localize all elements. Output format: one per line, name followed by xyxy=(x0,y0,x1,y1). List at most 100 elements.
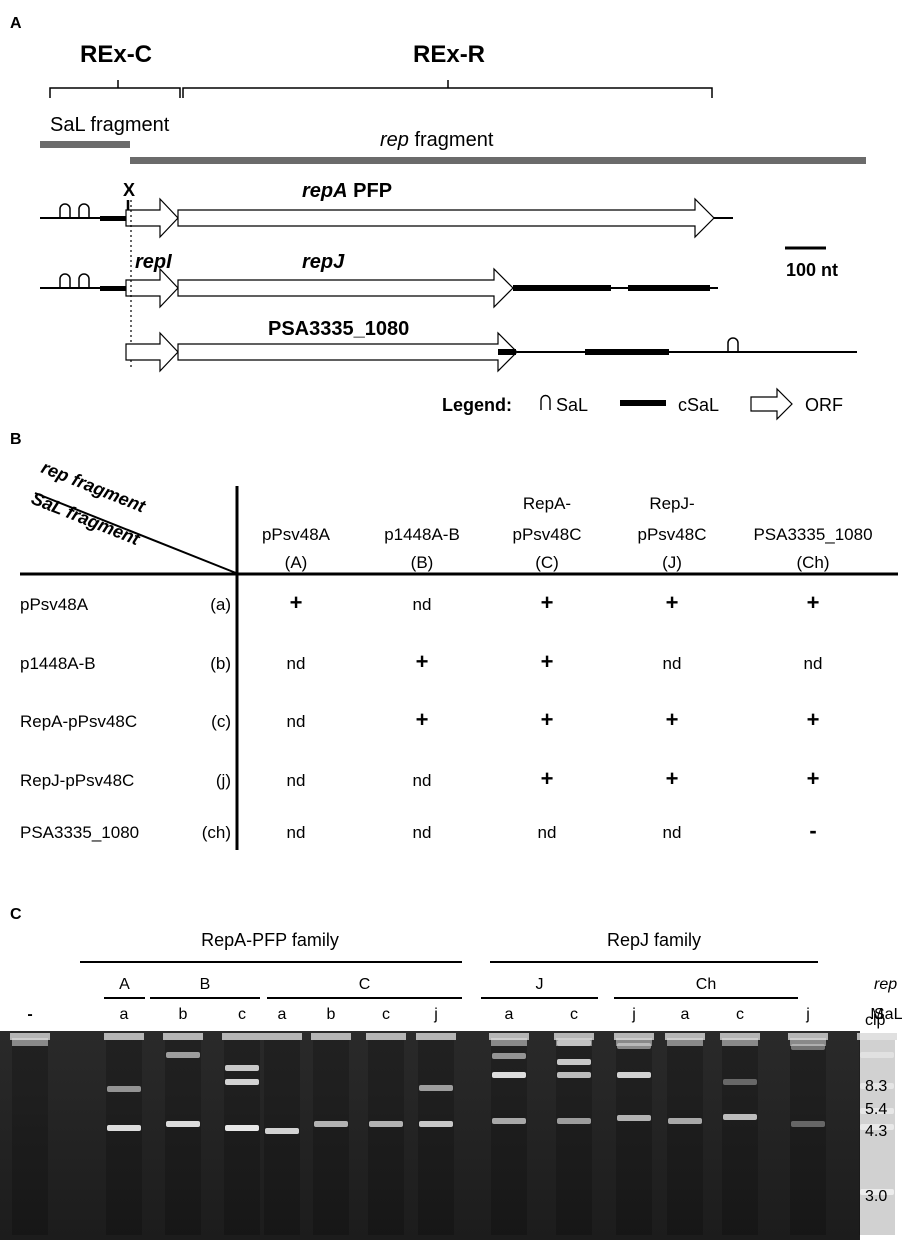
gel-band xyxy=(107,1086,141,1092)
column-header-line3: (A) xyxy=(285,553,308,572)
gel-well xyxy=(311,1033,351,1040)
rep-group: B xyxy=(150,976,260,999)
row-name: RepA-pPsv48C xyxy=(20,712,137,731)
table-cell: + xyxy=(666,766,679,791)
gel-lane xyxy=(491,1040,527,1235)
gel-band xyxy=(860,1108,894,1114)
gel-band xyxy=(107,1125,141,1131)
lane-label: c xyxy=(736,1006,744,1023)
psa-sal-hairpin xyxy=(727,337,739,352)
gel-well xyxy=(554,1033,594,1040)
repa-orf-small xyxy=(125,197,179,239)
lane-label: j xyxy=(631,1006,636,1023)
lane-label: j xyxy=(805,1006,810,1023)
gel-band xyxy=(723,1079,757,1085)
gel-band xyxy=(369,1121,403,1127)
rex-r-label: REx-R xyxy=(413,41,485,68)
gel-band xyxy=(860,1052,894,1058)
column-header-line2: PSA3335_1080 xyxy=(753,525,872,544)
psa-label: PSA3335_1080 xyxy=(268,318,409,340)
row-code: (b) xyxy=(210,654,231,673)
table-cell: + xyxy=(807,590,820,615)
panel-b-letter: B xyxy=(10,431,22,448)
lane-label: - xyxy=(27,1006,32,1023)
rep-group: J xyxy=(481,976,598,999)
repa-sal-hairpin-2 xyxy=(78,203,90,218)
repj-orf xyxy=(177,267,514,309)
gel-well xyxy=(104,1033,144,1040)
gel-band xyxy=(557,1059,591,1065)
rep-group-label: B xyxy=(200,976,211,993)
legend-csal-label: cSaL xyxy=(678,395,719,415)
rex-c-brace xyxy=(49,80,181,98)
gel-well xyxy=(416,1033,456,1040)
column-header-line3: (B) xyxy=(411,553,434,572)
gel-clp-band xyxy=(667,1038,703,1046)
repj-csal-block xyxy=(100,286,126,291)
column-header-line3: (C) xyxy=(535,553,559,572)
gel-band xyxy=(668,1118,702,1124)
column-header-line1: RepJ- xyxy=(649,494,694,513)
repi-label: repI xyxy=(135,251,172,273)
x-mark: X xyxy=(123,180,135,200)
table-cell: + xyxy=(541,707,554,732)
column-header-line3: (J) xyxy=(662,553,682,572)
gel-band xyxy=(723,1114,757,1120)
gel-lane xyxy=(106,1040,142,1235)
table-cell: + xyxy=(416,707,429,732)
repa-orf-main xyxy=(177,197,715,239)
gel-band xyxy=(265,1128,299,1134)
repj-sal-hairpin-2 xyxy=(78,273,90,288)
row-name: PSA3335_1080 xyxy=(20,823,139,842)
gel-well xyxy=(720,1033,760,1040)
repi-orf xyxy=(125,267,179,309)
gel-band xyxy=(557,1072,591,1078)
gel-image xyxy=(0,1031,860,1240)
gel-wells xyxy=(10,1033,897,1235)
gel-lane xyxy=(224,1040,260,1235)
table-cell: nd xyxy=(413,771,432,790)
table-cell: + xyxy=(807,766,820,791)
gel-band xyxy=(860,1124,894,1130)
row-code: (j) xyxy=(216,771,231,790)
size-label: 8.3 xyxy=(865,1078,887,1095)
gel-band xyxy=(419,1085,453,1091)
table-cell: nd xyxy=(287,654,306,673)
scale-label: 100 nt xyxy=(786,260,838,280)
gel-lane xyxy=(722,1040,758,1235)
psa-csal-block-2 xyxy=(585,349,669,355)
rep-fragment-bar xyxy=(130,157,866,164)
rep-group: A xyxy=(104,976,145,999)
gel-lane xyxy=(12,1040,48,1235)
column-header-line2: pPsv48C xyxy=(638,525,707,544)
rep-fragment-label: rep fragment xyxy=(380,129,494,151)
size-label: 5.4 xyxy=(865,1101,887,1118)
panel-a: A REx-C REx-R SaL fragment rep fragment … xyxy=(10,15,866,421)
gel-band xyxy=(492,1118,526,1124)
sal-fragment-bar xyxy=(40,141,130,148)
gel-band xyxy=(617,1115,651,1121)
rep-group-label: A xyxy=(119,976,130,993)
table-cell: nd xyxy=(804,654,823,673)
table-row: RepA-pPsv48C(c)nd++++ xyxy=(20,707,819,732)
repj-label: repJ xyxy=(302,251,345,273)
lane-label: a xyxy=(120,1006,129,1023)
repa-pfp-label: repA PFP xyxy=(302,180,392,202)
psa-orf-small xyxy=(125,331,179,373)
repa-sal-hairpin-1 xyxy=(59,203,71,218)
gel-band xyxy=(225,1079,259,1085)
gel-lane xyxy=(264,1040,300,1235)
rep-group-label: J xyxy=(536,976,544,993)
repa-csal-block xyxy=(100,216,126,221)
lane-label: b xyxy=(327,1006,336,1023)
table-cell: + xyxy=(541,590,554,615)
gel-band xyxy=(314,1121,348,1127)
table-cell: + xyxy=(666,707,679,732)
gel-band xyxy=(791,1121,825,1127)
family1-label: RepA-PFP family xyxy=(201,930,339,950)
psa-csal-block-1 xyxy=(498,349,516,355)
